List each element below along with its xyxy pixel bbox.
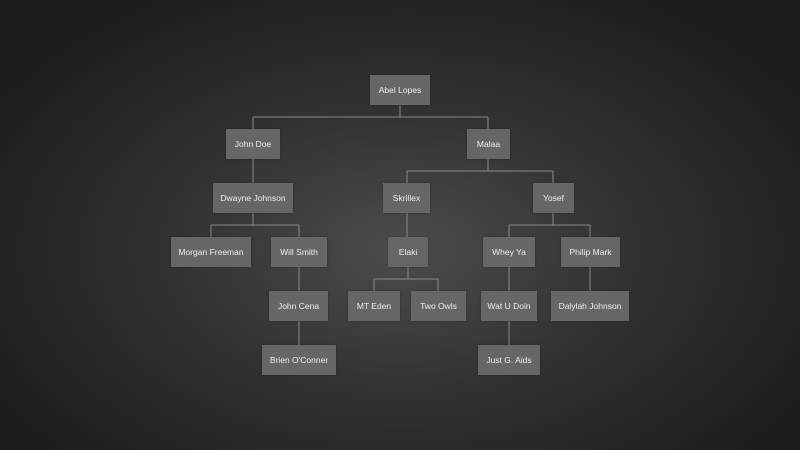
node-malaa[interactable]: Malaa: [467, 129, 510, 159]
node-yosef[interactable]: Yosef: [533, 183, 574, 213]
node-wat-u-doin[interactable]: Wat U Doin: [481, 291, 537, 321]
node-morgan-freeman[interactable]: Morgan Freeman: [171, 237, 251, 267]
node-skrillex[interactable]: Skrillex: [383, 183, 430, 213]
edge-yosef-children: [508, 213, 591, 237]
node-two-owls[interactable]: Two Owls: [411, 291, 466, 321]
node-elaki[interactable]: Elaki: [388, 237, 428, 267]
node-john-doe[interactable]: John Doe: [226, 129, 280, 159]
node-will-smith[interactable]: Will Smith: [271, 237, 327, 267]
edge-elaki-children: [373, 267, 439, 291]
node-brien-oconner[interactable]: Brien O'Conner: [262, 345, 336, 375]
edge-malaa-children: [406, 159, 554, 183]
node-john-cena[interactable]: John Cena: [269, 291, 328, 321]
node-mt-eden[interactable]: MT Eden: [348, 291, 400, 321]
node-dwayne-johnson[interactable]: Dwayne Johnson: [213, 183, 293, 213]
node-whey-ya[interactable]: Whey Ya: [483, 237, 535, 267]
node-philip-mark[interactable]: Philip Mark: [561, 237, 620, 267]
edge-dwayne-children: [210, 213, 300, 237]
node-abel-lopes[interactable]: Abel Lopes: [370, 75, 430, 105]
node-dalylah-johnson[interactable]: Dalylah Johnson: [551, 291, 629, 321]
edge-abel-children: [252, 105, 489, 129]
node-just-g-aids[interactable]: Just G. Aids: [478, 345, 540, 375]
